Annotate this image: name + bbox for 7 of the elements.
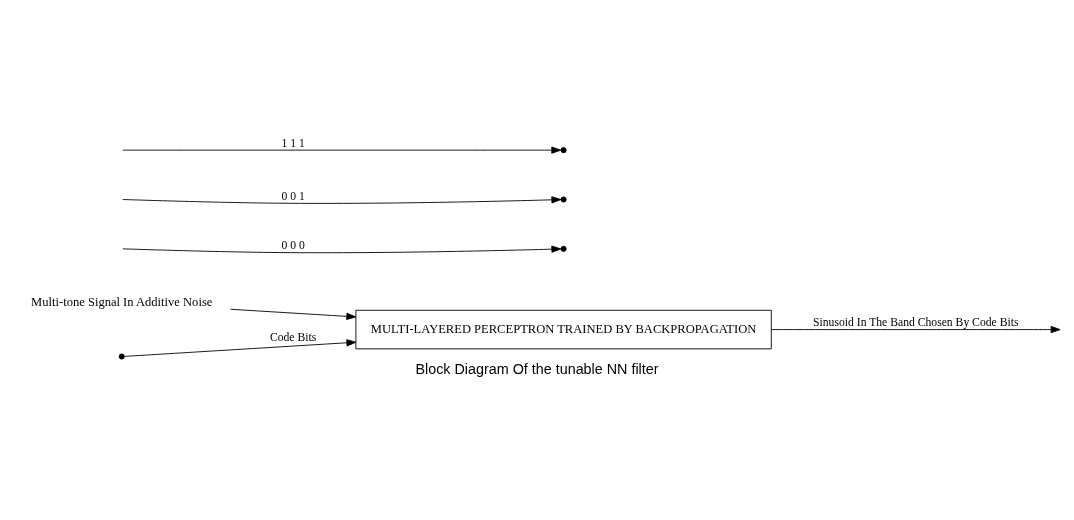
edge-label: 1 1 1	[281, 136, 305, 150]
node-text: Multi-tone Signal In Additive Noise	[31, 294, 213, 309]
edge-label: 0 0 0	[281, 239, 305, 253]
edge-label: 0 0 1	[281, 189, 305, 203]
edge-label: Sinusoid In The Band Chosen By Code Bits	[813, 316, 1019, 330]
caption: Block Diagram Of the tunable NN filter	[415, 361, 659, 378]
edge-label: Code Bits	[269, 330, 317, 344]
